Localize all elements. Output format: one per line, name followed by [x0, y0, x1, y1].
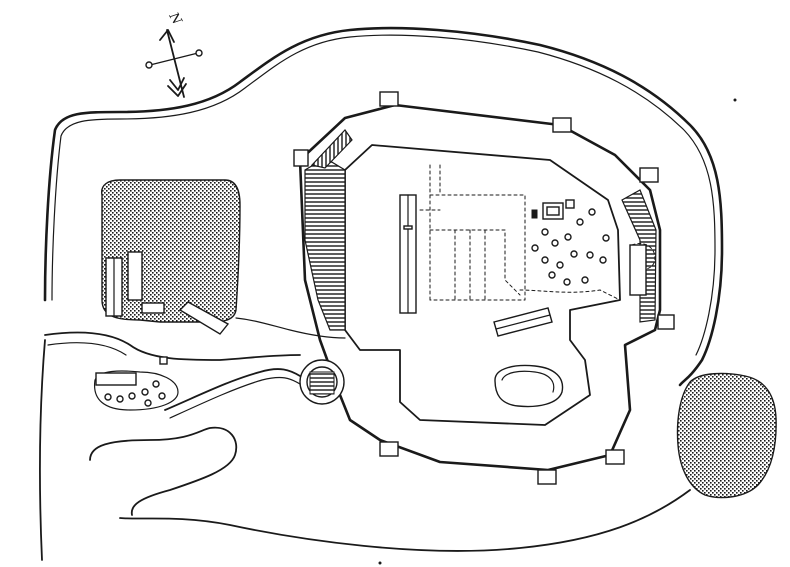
- left-inlet-line: [44, 331, 301, 361]
- fortress-pond-inner: [501, 370, 555, 393]
- lower-shore-line: [119, 489, 691, 552]
- map-dot-2: [378, 561, 382, 565]
- map-dot-1: [733, 98, 737, 102]
- fortress-inner-wall: [344, 144, 621, 426]
- garden-pavilion-inner: [546, 206, 560, 216]
- rampart-hatched-north: [310, 129, 353, 169]
- garden-marker: [531, 209, 538, 219]
- round-tower-hatch: [309, 371, 335, 395]
- rampart-hatched-east: [621, 189, 657, 323]
- connecting-path: [235, 317, 346, 339]
- compass-rose-icon: N: [145, 9, 203, 98]
- orchard-trees: [531, 208, 610, 286]
- dashed-courtyard-1: [429, 194, 526, 301]
- stream-line: [164, 368, 301, 411]
- inner-long-building-mark: [403, 225, 413, 230]
- lower-land-outline: [89, 426, 238, 516]
- left-shore-line: [38, 339, 46, 561]
- fortress-outer-wall: [298, 103, 662, 472]
- small-marker: [159, 356, 168, 365]
- settlement-outline: [94, 370, 179, 411]
- settlement-huts: [104, 380, 166, 407]
- stream-line-2: [169, 376, 301, 419]
- west-angled-building: [178, 301, 230, 335]
- west-building-2: [127, 251, 143, 301]
- courtyard-building-ridge: [495, 314, 551, 330]
- outer-moat-line-inner: [51, 34, 716, 356]
- wooded-area-east: [676, 372, 777, 499]
- outer-moat-line: [43, 26, 724, 387]
- west-small-hut: [141, 302, 165, 314]
- compass-north-label: N: [165, 9, 184, 28]
- left-inlet-line-2: [47, 342, 127, 356]
- settlement-building: [95, 372, 137, 386]
- east-gate-house: [629, 244, 647, 296]
- garden-dashed-edge: [519, 289, 621, 301]
- garden-small-square: [565, 199, 575, 209]
- bastions: [293, 91, 675, 485]
- fortress-pond: [494, 364, 564, 408]
- dashed-courtyard-2: [429, 164, 486, 301]
- dashed-courtyard-3: [419, 209, 521, 296]
